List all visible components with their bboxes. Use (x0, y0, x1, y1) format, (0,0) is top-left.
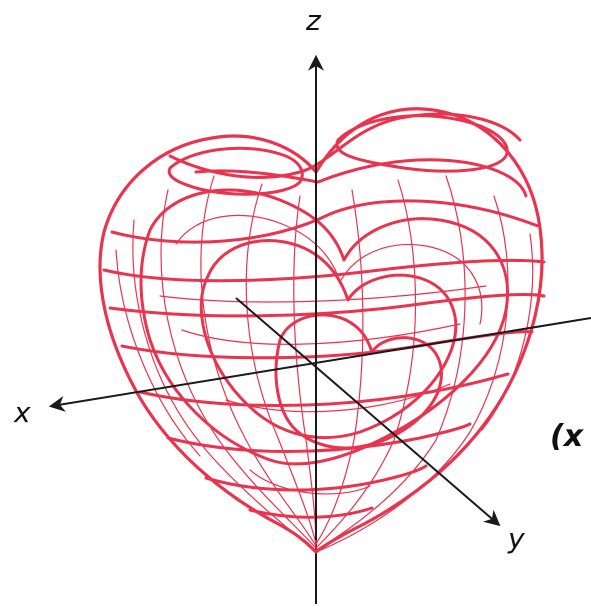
contour-ring (138, 372, 510, 407)
contour-ring (120, 330, 534, 360)
heart-outline (98, 107, 544, 554)
lobe-loop (335, 114, 509, 173)
heart-wireframe (98, 107, 546, 554)
meridian-lines (115, 175, 534, 553)
contour-ring (248, 506, 374, 519)
contour-ring (110, 199, 540, 244)
y-axis-label: y (507, 522, 525, 555)
x-axis-label: x (13, 396, 31, 429)
contour-ring (102, 258, 546, 283)
contour-ring (204, 464, 428, 492)
inner-loop (139, 188, 509, 466)
contour-ring (108, 292, 546, 318)
contour-ring (194, 158, 528, 198)
thin-inner-curves (159, 214, 487, 495)
contour-ring (168, 112, 522, 179)
x-axis (48, 317, 591, 412)
equation-fragment: (x (550, 419, 585, 454)
inner-loop (274, 313, 443, 450)
z-axis-label: z (305, 4, 322, 37)
y-axis (235, 297, 501, 527)
lobe-loop (167, 146, 304, 196)
